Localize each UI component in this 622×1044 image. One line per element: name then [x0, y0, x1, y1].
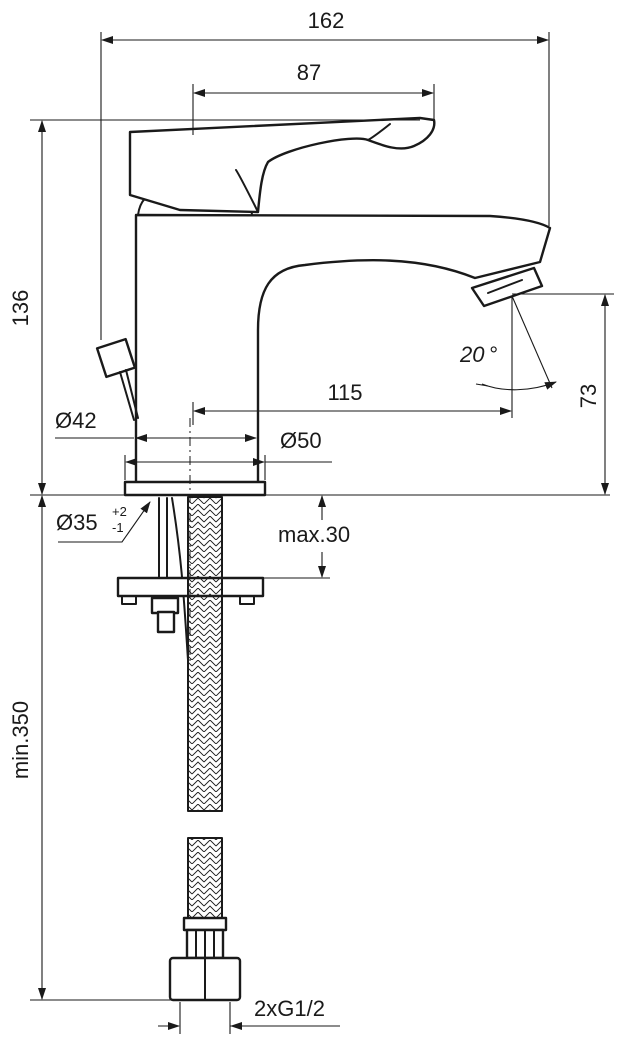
dim-body-diameter: Ø42 [55, 408, 257, 442]
braided-hose-upper [187, 496, 223, 812]
dim-lever-length-label: 87 [297, 60, 321, 85]
hose-nut-connector [168, 916, 242, 1002]
dim-lever-length: 87 [192, 60, 435, 135]
dim-spout-angle-label: 20° [459, 342, 497, 367]
dim-min-hose: min.350 [8, 495, 175, 1001]
dim-min-hose-label: min.350 [8, 701, 33, 779]
dim-spout-height-label: 73 [576, 384, 601, 408]
dim-base-diameter-label: Ø50 [280, 428, 322, 453]
dim-spout-reach: 115 [192, 296, 513, 425]
braided-hose-lower [187, 837, 223, 921]
dim-total-length: 162 [100, 8, 550, 340]
pop-up-rod [95, 337, 139, 421]
dim-hole-tol-minus: -1 [112, 520, 124, 535]
dim-max-deck: max.30 [262, 495, 350, 579]
dim-spout-reach-label: 115 [327, 380, 362, 405]
dim-height-label: 136 [8, 290, 33, 327]
dim-connection: 2xG1/2 [158, 996, 340, 1034]
dim-spout-height: 73 [512, 293, 614, 495]
dim-body-diameter-label: Ø42 [55, 408, 97, 433]
dim-hole-tol-plus: +2 [112, 504, 127, 519]
dim-hole-diameter: Ø35 +2 -1 [56, 501, 151, 543]
dim-total-length-label: 162 [308, 8, 345, 33]
dim-spout-angle: 20° [459, 295, 557, 391]
lever-handle [128, 116, 436, 214]
dim-connection-label: 2xG1/2 [254, 996, 325, 1021]
dim-max-deck-label: max.30 [278, 522, 350, 547]
dim-base-diameter: Ø50 [124, 428, 332, 480]
faucet-body [134, 191, 552, 490]
dim-hole-diameter-label: Ø35 [56, 510, 98, 535]
base-plate [123, 480, 267, 497]
dim-height: 136 [8, 119, 610, 496]
